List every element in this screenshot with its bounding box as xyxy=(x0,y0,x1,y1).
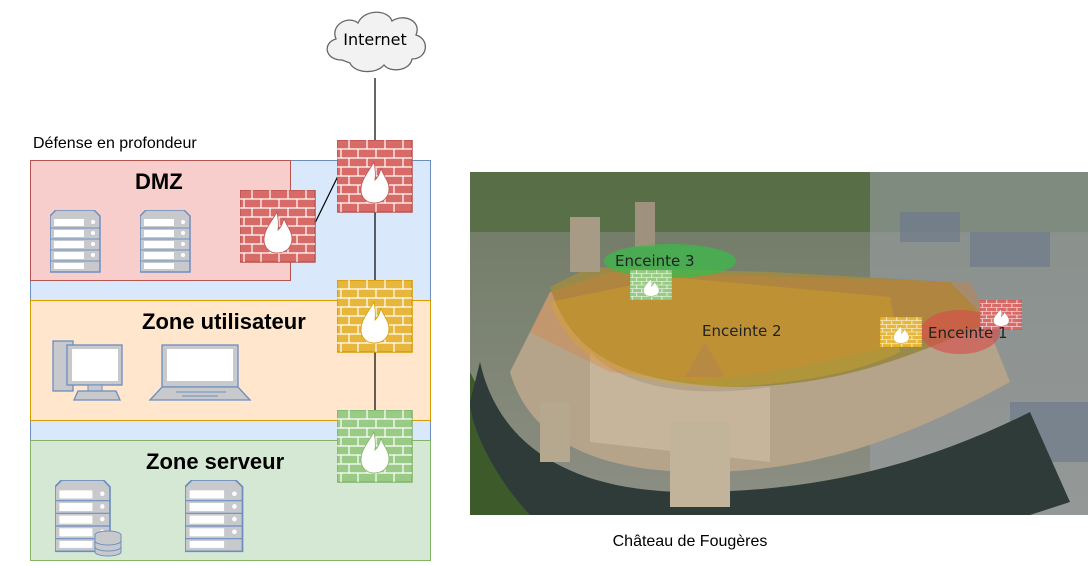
connection-lines xyxy=(313,78,376,420)
laptop-icon xyxy=(148,344,252,401)
zone-user-label: Zone utilisateur xyxy=(142,309,306,334)
server-icon xyxy=(140,210,191,273)
internet-cloud xyxy=(326,11,426,73)
enceinte-3-label: Enceinte 3 xyxy=(615,252,695,270)
enceinte-3-firewall-icon xyxy=(630,270,672,300)
castle-photo xyxy=(470,172,1088,515)
server-icon xyxy=(185,480,244,553)
server-icon xyxy=(50,210,101,273)
internet-label: Internet xyxy=(343,30,407,49)
database-server-icon xyxy=(55,480,122,557)
firewall-internet-icon xyxy=(337,140,413,213)
firewall-dmz-icon xyxy=(240,190,316,263)
zone-dmz-label: DMZ xyxy=(135,169,183,194)
diagram-title: Défense en profondeur xyxy=(33,135,197,152)
enceinte-1-label: Enceinte 1 xyxy=(928,324,1008,342)
zone-server-label: Zone serveur xyxy=(146,449,285,474)
photo-caption: Château de Fougères xyxy=(612,533,768,550)
enceinte-2-label: Enceinte 2 xyxy=(702,322,782,340)
firewall-user-icon xyxy=(337,280,413,353)
enceinte-2-firewall-icon xyxy=(880,317,922,347)
desktop-icon xyxy=(52,340,123,401)
firewall-server-icon xyxy=(337,410,413,483)
